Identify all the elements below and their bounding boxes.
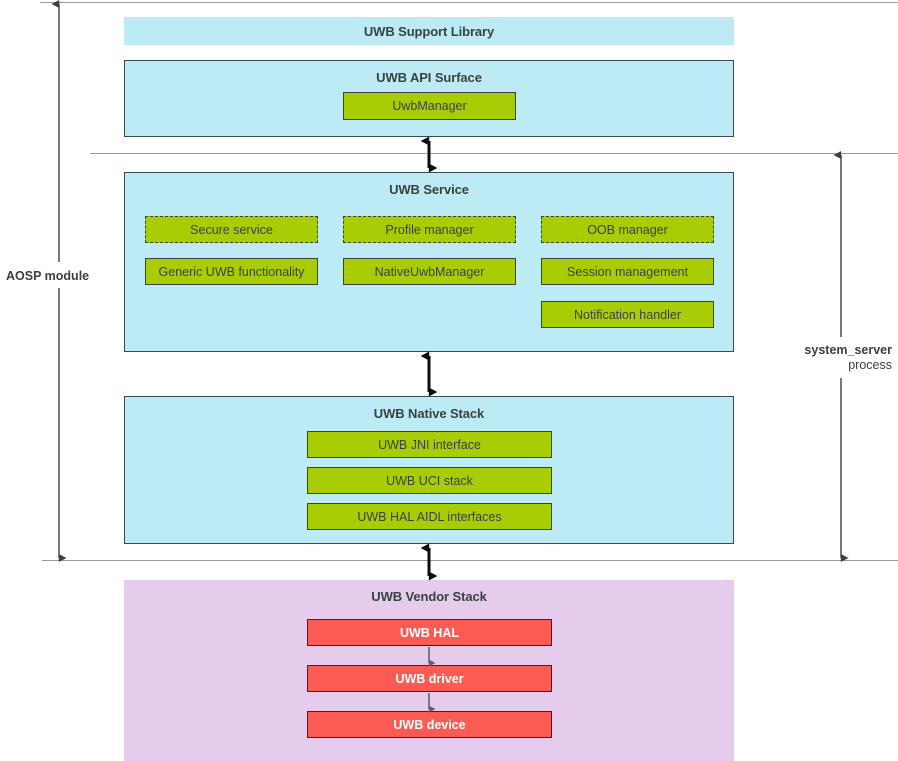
layer-title-vendor-stack: UWB Vendor Stack xyxy=(371,589,487,604)
chip-label: Notification handler xyxy=(573,307,681,322)
chip-label: OOB manager xyxy=(587,222,668,237)
chip-uwb-device[interactable]: UWB device xyxy=(307,711,552,738)
annotation-aosp-module: AOSP module xyxy=(6,269,106,284)
chip-uwb-hal[interactable]: UWB HAL xyxy=(307,619,552,646)
chip-label: Secure service xyxy=(190,222,273,237)
chip-notification-handler[interactable]: Notification handler xyxy=(541,301,714,328)
layer-uwb-api-surface[interactable]: UWB API Surface xyxy=(124,60,734,137)
chip-label: UWB UCI stack xyxy=(386,473,473,488)
top-boundary-line xyxy=(40,2,898,3)
layer-title-native-stack: UWB Native Stack xyxy=(373,406,485,421)
chip-label: UWB HAL AIDL interfaces xyxy=(357,509,502,524)
chip-oob-manager[interactable]: OOB manager xyxy=(541,216,714,243)
chip-label: Generic UWB functionality xyxy=(158,264,305,279)
chip-label: UWB driver xyxy=(395,671,464,686)
chip-label: NativeUwbManager xyxy=(374,264,485,279)
chip-label: Session management xyxy=(567,264,688,279)
api-service-boundary-line xyxy=(90,153,898,154)
chip-uwb-driver[interactable]: UWB driver xyxy=(307,665,552,692)
chip-secure-service[interactable]: Secure service xyxy=(145,216,318,243)
chip-label: UWB device xyxy=(393,717,466,732)
chip-label: UWB JNI interface xyxy=(378,437,481,452)
chip-label: Profile manager xyxy=(385,222,474,237)
chip-uwb-manager[interactable]: UwbManager xyxy=(343,92,516,120)
chip-generic-uwb-functionality[interactable]: Generic UWB functionality xyxy=(145,258,318,285)
layer-title-support-library: UWB Support Library xyxy=(363,24,495,39)
chip-label: UWB HAL xyxy=(399,625,459,640)
chip-profile-manager[interactable]: Profile manager xyxy=(343,216,516,243)
annotation-aosp-module-label: AOSP module xyxy=(6,269,90,283)
chip-uwb-jni-interface[interactable]: UWB JNI interface xyxy=(307,431,552,458)
layer-uwb-support-library[interactable]: UWB Support Library xyxy=(124,17,734,45)
annotation-system-server: system_server process xyxy=(768,343,892,373)
layer-title-uwb-service: UWB Service xyxy=(389,182,469,197)
annotation-process-label: process xyxy=(848,358,892,372)
annotation-system-server-label: system_server xyxy=(804,343,892,357)
chip-label: UwbManager xyxy=(392,99,467,113)
chip-session-management[interactable]: Session management xyxy=(541,258,714,285)
layer-title-api-surface: UWB API Surface xyxy=(376,70,482,85)
chip-uwb-hal-aidl-interfaces[interactable]: UWB HAL AIDL interfaces xyxy=(307,503,552,530)
chip-native-uwb-manager[interactable]: NativeUwbManager xyxy=(343,258,516,285)
native-vendor-boundary-line xyxy=(42,560,898,561)
chip-uwb-uci-stack[interactable]: UWB UCI stack xyxy=(307,467,552,494)
